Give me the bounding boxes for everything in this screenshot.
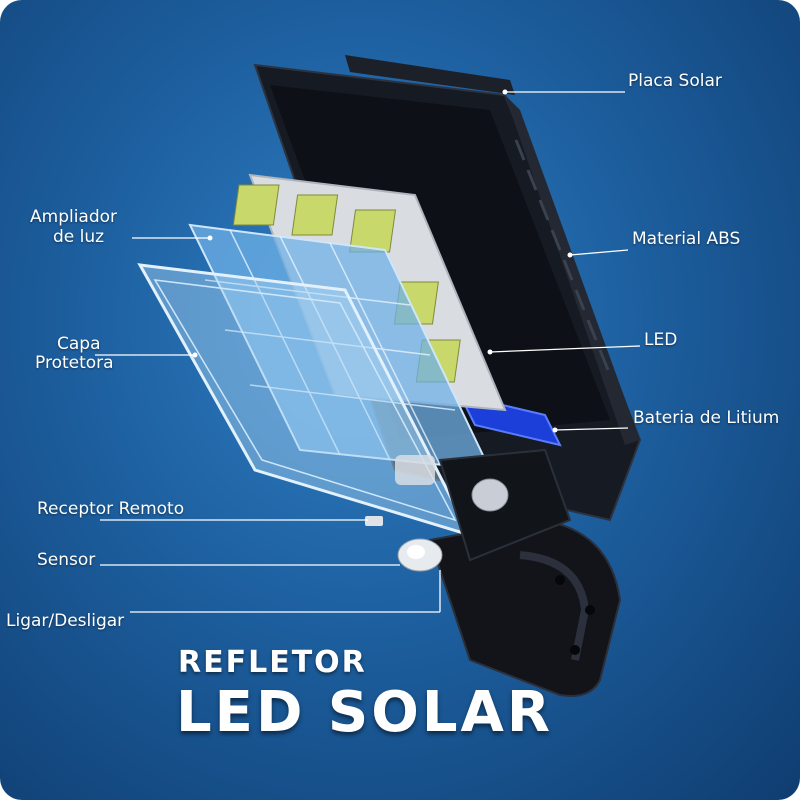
title-line1: REFLETOR — [178, 645, 367, 680]
label-led: LED — [644, 330, 678, 350]
mounting-bracket — [428, 518, 622, 697]
label-sensor: Sensor — [37, 550, 96, 570]
label-material-abs: Material ABS — [632, 229, 741, 249]
leader-lines — [95, 91, 641, 613]
label-capa-line1: Capa — [57, 334, 101, 354]
sensor-parts — [365, 516, 443, 572]
lamp-body-lower — [395, 448, 572, 562]
title-line2: LED SOLAR — [176, 680, 553, 745]
label-bateria: Bateria de Litium — [633, 408, 780, 428]
label-capa-line2: Protetora — [35, 353, 114, 373]
label-ligar: Ligar/Desligar — [6, 611, 125, 631]
label-receptor: Receptor Remoto — [37, 499, 185, 519]
label-placa-solar: Placa Solar — [628, 71, 722, 91]
label-ampliador-line1: Ampliador — [30, 207, 118, 227]
label-ampliador-line2: de luz — [53, 227, 105, 247]
